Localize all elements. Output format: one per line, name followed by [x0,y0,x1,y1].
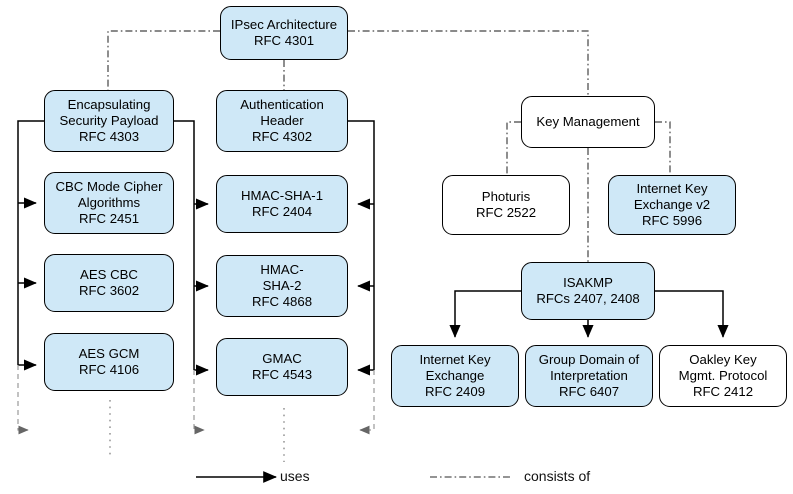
node-hmac-sha-1-line: RFC 2404 [251,204,313,219]
node-gdoi-line: Group Domain of [538,351,640,367]
legend-label-consists-of: consists of [524,468,591,484]
node-photuris-line: RFC 2522 [475,205,537,220]
legend-label-uses: uses [280,468,310,484]
node-cbc-mode-cipher-line: Algorithms [77,194,141,210]
node-gdoi-line: RFC 6407 [558,384,620,400]
node-ikev2-line: Internet Key [636,180,708,196]
node-gdoi-line: Interpretation [550,367,628,383]
node-esp-line: Security Payload [59,112,159,128]
node-ike-line: RFC 2409 [424,384,486,400]
node-ike-line: Internet Key [419,351,491,367]
node-isakmp-line: RFCs 2407, 2408 [536,291,640,306]
node-isakmp-line: ISAKMP [563,274,613,290]
node-hmac-sha-2-line: HMAC- [260,261,304,277]
node-aes-cbc-line: AES CBC [80,266,138,282]
node-esp-line: RFC 4303 [78,129,140,145]
node-oakley-line: Mgmt. Protocol [678,367,768,383]
node-ipsec-architecture-line: IPsec Architecture [230,16,338,32]
node-hmac-sha-1-line: HMAC-SHA-1 [240,187,324,203]
node-cbc-mode-cipher-line: RFC 2451 [78,211,140,227]
node-ipsec-architecture-line: RFC 4301 [253,33,315,48]
node-ikev2-line: Exchange v2 [633,196,711,212]
node-ikev2-line: RFC 5996 [641,213,703,229]
node-key-management-line: Key Management [536,113,640,129]
node-oakley-line: RFC 2412 [692,384,754,400]
node-key-management[interactable]: Key Management [521,96,655,148]
node-ike-line: Exchange [425,367,485,383]
node-photuris-line: Photuris [481,188,531,204]
node-aes-gcm-line: AES GCM [78,345,140,361]
node-gmac-line: GMAC [262,350,302,366]
node-aes-cbc-line: RFC 3602 [78,283,140,298]
node-oakley-line: Oakley Key [689,351,757,367]
node-hmac-sha-2-line: RFC 4868 [251,294,313,310]
node-authentication-header-line: RFC 4302 [251,129,313,145]
node-esp-line: Encapsulating [67,96,151,112]
node-authentication-header-line: Header [260,112,304,128]
node-authentication-header-line: Authentication [240,96,324,112]
node-gmac-line: RFC 4543 [251,367,313,382]
node-hmac-sha-2-line: SHA-2 [262,277,302,293]
node-aes-gcm-line: RFC 4106 [78,362,140,377]
node-cbc-mode-cipher-line: CBC Mode Cipher [55,178,163,194]
